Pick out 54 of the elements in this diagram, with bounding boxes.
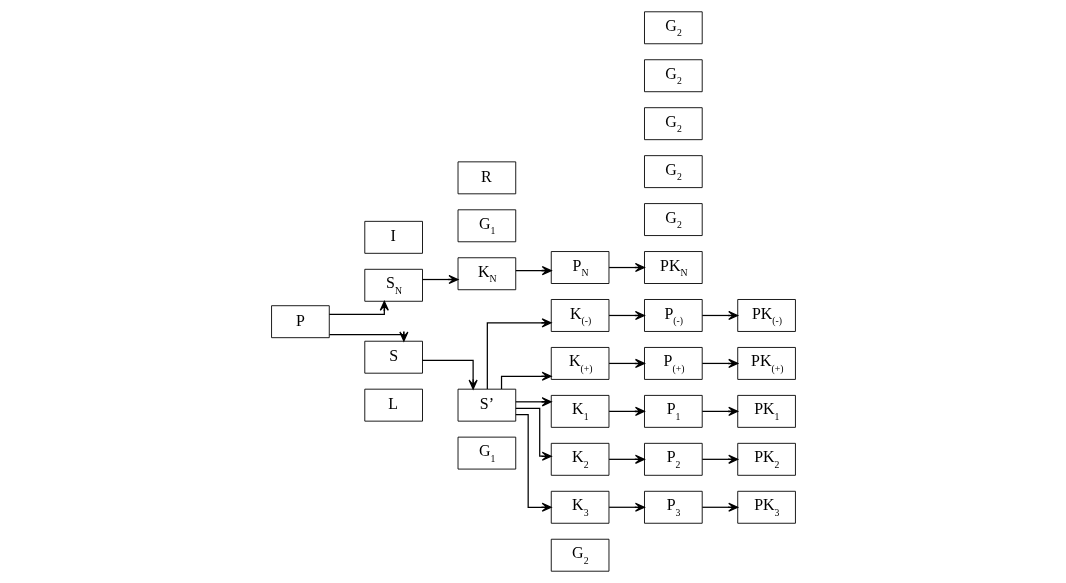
node-box: G$_{2}$: [643, 107, 703, 141]
node-box: PK$_{(-)}$: [736, 299, 796, 332]
node-box: S$_{N}$: [363, 268, 423, 302]
arrow: [328, 300, 389, 315]
node-box: G$_{1}$: [457, 436, 516, 470]
arrow: [486, 318, 552, 390]
node-box: G$_{2}$: [643, 11, 703, 45]
node-box: K$_{(-)}$: [550, 299, 609, 332]
node-box: PK$_{3}$: [736, 490, 796, 524]
node-box: L: [363, 388, 423, 422]
arrow: [421, 359, 478, 390]
node-box: G$_{2}$: [643, 59, 703, 93]
node-box: G$_{2}$: [550, 538, 609, 572]
arrow: [514, 266, 552, 276]
node-box: PK$_{N}$: [643, 251, 703, 284]
node-box: I: [363, 220, 423, 254]
node-box: G$_{2}$: [643, 155, 703, 189]
arrow: [514, 397, 552, 407]
node-box: R: [457, 161, 516, 195]
arrow: [608, 310, 645, 321]
arrow: [608, 358, 645, 369]
node-box: K$_{(+)}$: [550, 347, 609, 380]
arrow: [421, 274, 459, 285]
arrow: [701, 454, 738, 464]
node-box: P$_{1}$: [643, 394, 703, 428]
node-box: K$_{1}$: [550, 394, 609, 428]
node-box: P$_{2}$: [643, 442, 703, 476]
arrow: [701, 502, 738, 512]
arrow: [514, 407, 552, 461]
node-box: K$_{2}$: [550, 442, 609, 476]
node-box: K$_{3}$: [550, 490, 609, 524]
node-box: G$_{2}$: [643, 203, 703, 236]
node-box: P$_{(-)}$: [643, 299, 703, 332]
node-box: S: [363, 340, 423, 374]
node-box: PK$_{1}$: [736, 394, 796, 428]
node-box: P$_{N}$: [550, 251, 609, 284]
arrow: [701, 406, 738, 416]
arrow: [608, 262, 645, 273]
arrow: [328, 331, 408, 342]
node-box: PK$_{(+)}$: [736, 347, 796, 380]
node-box: P$_{3}$: [643, 490, 703, 524]
arrow: [608, 406, 645, 416]
node-box: G$_{1}$: [457, 209, 516, 243]
arrow: [608, 454, 645, 464]
node-box: PK$_{2}$: [736, 442, 796, 476]
node-box: K$_{N}$: [457, 257, 516, 291]
arrow: [701, 310, 738, 321]
arrow: [500, 371, 552, 390]
arrow: [701, 358, 738, 369]
arrow: [514, 414, 552, 512]
arrow: [608, 502, 645, 512]
node-box: P$_{(+)}$: [643, 347, 703, 380]
node-box: S’: [457, 388, 516, 422]
node-box: P: [270, 305, 330, 339]
